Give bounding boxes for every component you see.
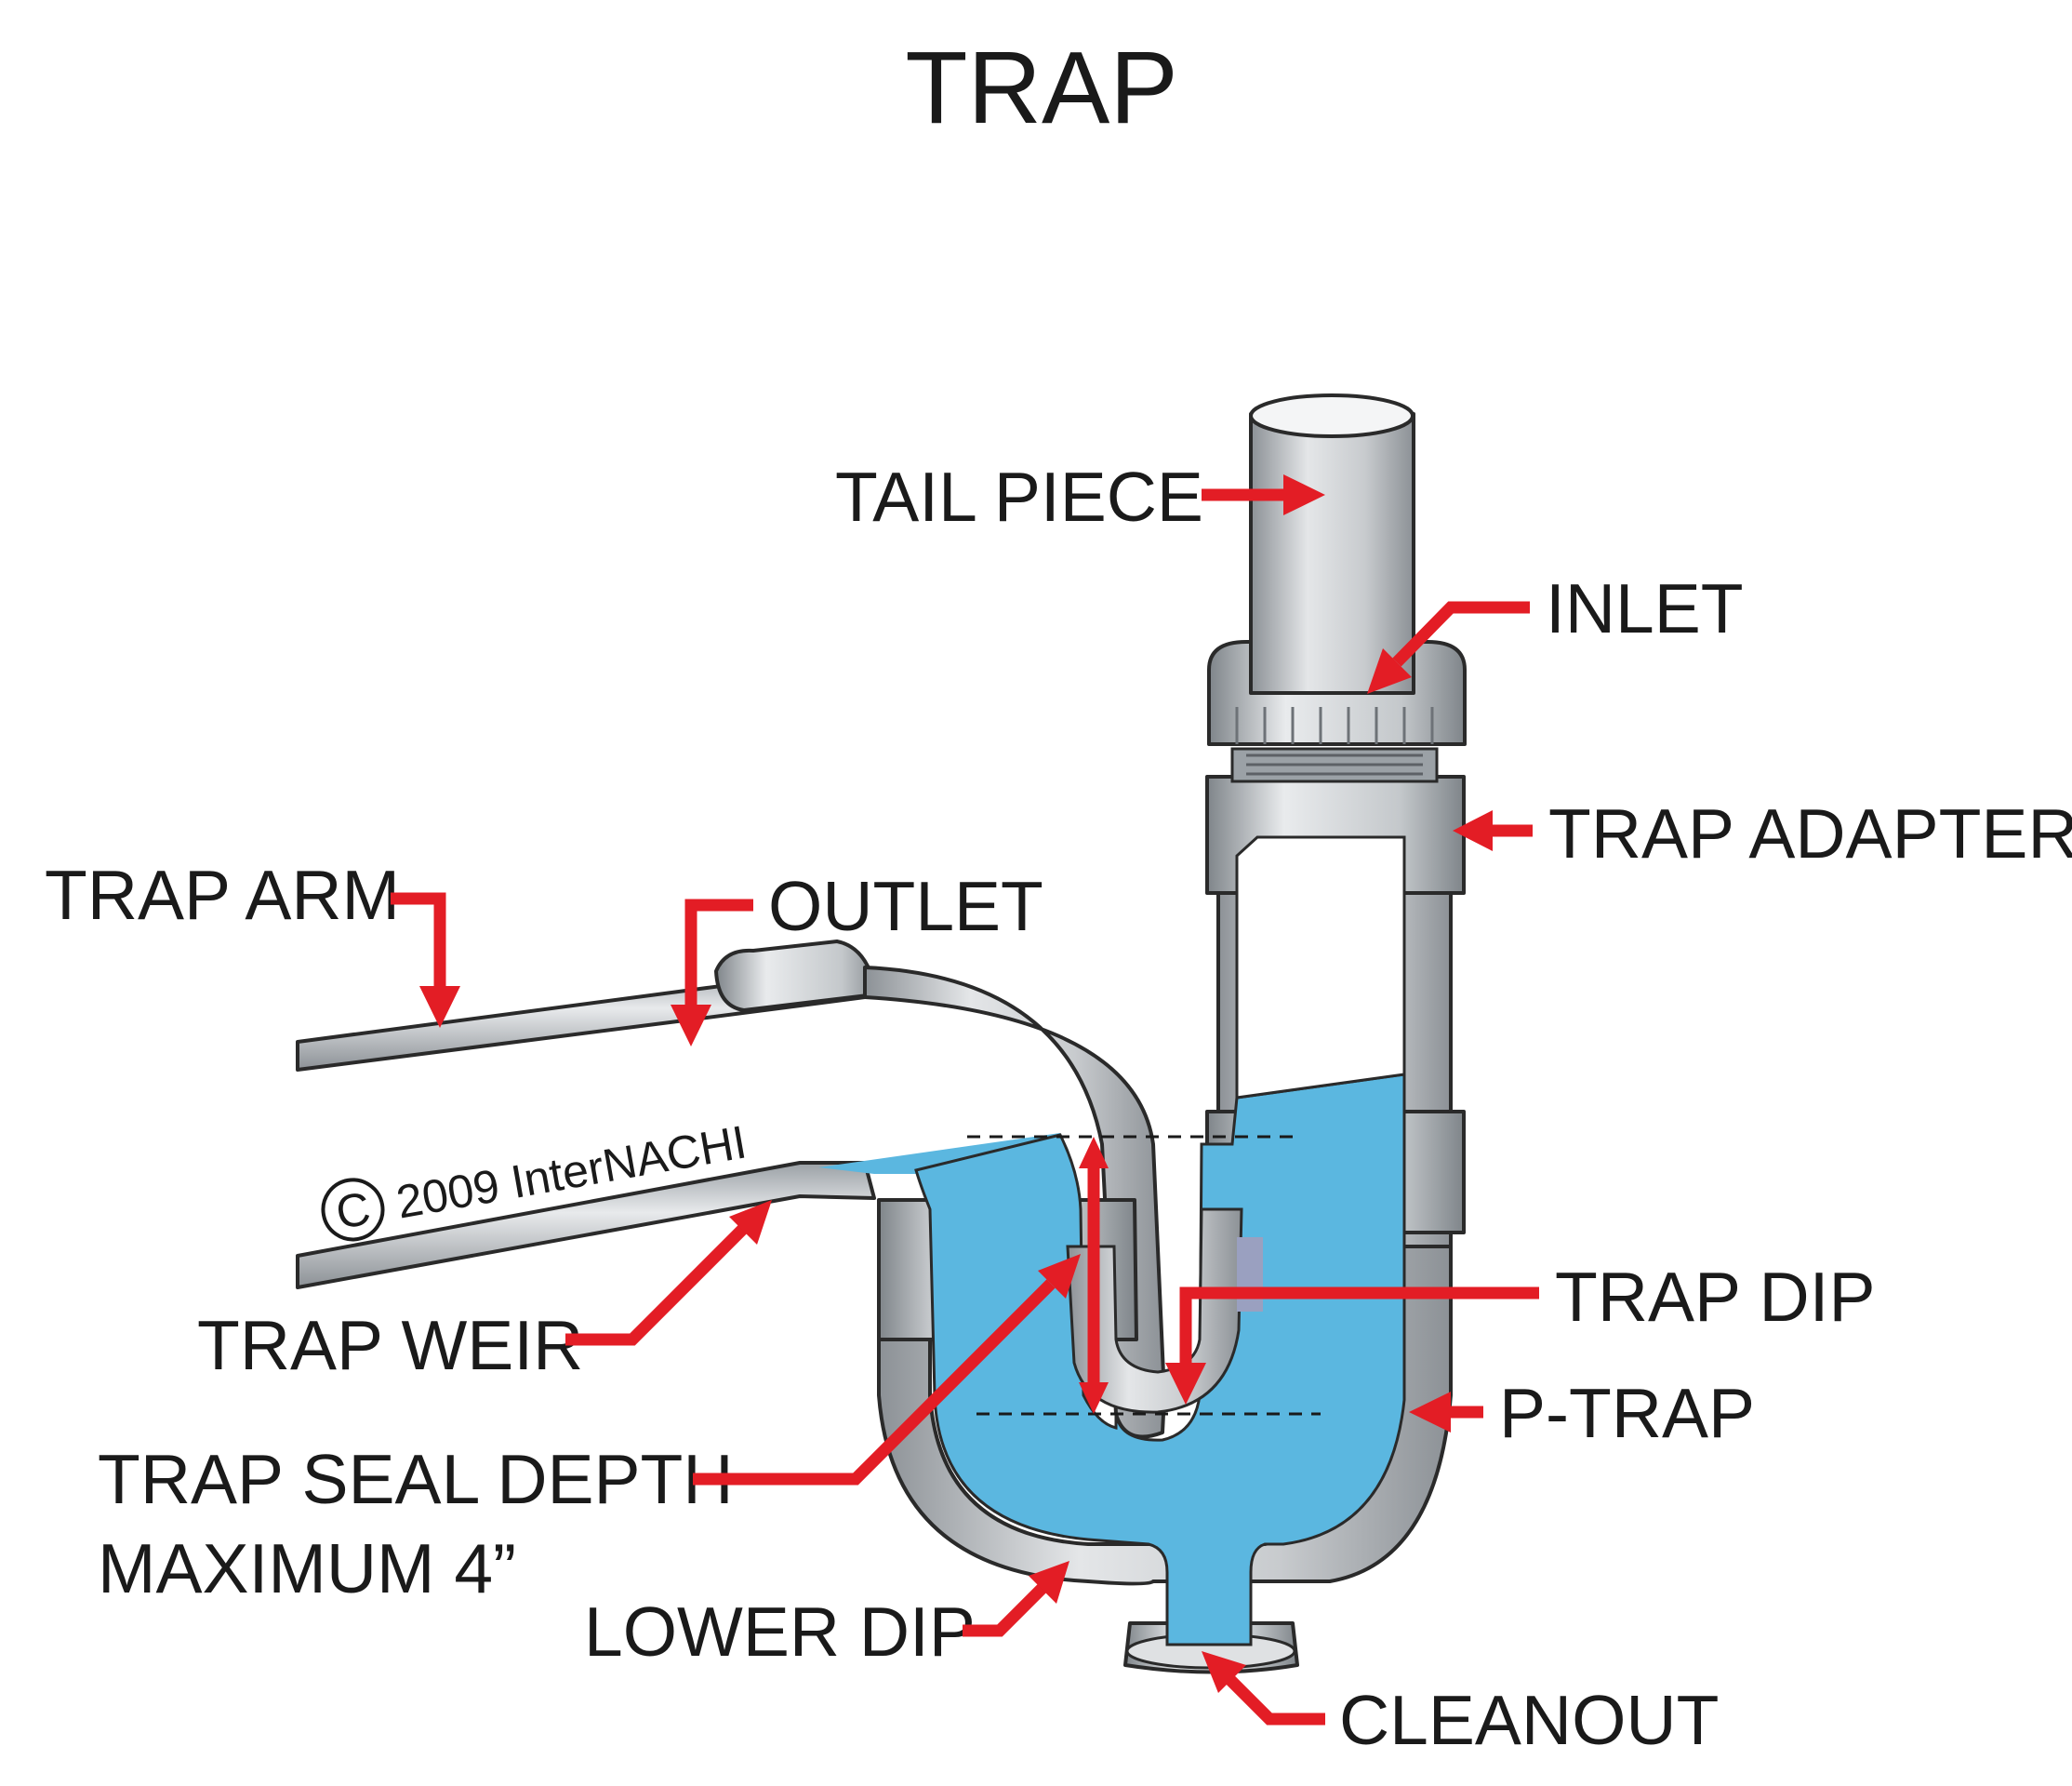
adapter-thread-lines (1246, 753, 1423, 776)
left-leg-water (914, 1073, 1406, 1646)
callouts: TAIL PIECE INLET TRAP ADAPTER TRAP ARM O… (45, 458, 2072, 1759)
arrow-trap-adapter (1453, 810, 1533, 851)
arrow-p-trap (1409, 1392, 1483, 1433)
copyright-symbol: C (332, 1182, 374, 1239)
label-trap-dip: TRAP DIP (1555, 1258, 1876, 1336)
label-trap-arm: TRAP ARM (45, 856, 400, 934)
tail-piece-opening (1249, 393, 1415, 438)
label-outlet: OUTLET (768, 867, 1043, 945)
arrow-trap-weir (565, 1200, 772, 1346)
nut-knurling (1235, 707, 1434, 744)
arrow-trap-arm (391, 892, 460, 1028)
seal-depth-double-arrow (1079, 1137, 1109, 1414)
label-lower-dip: LOWER DIP (584, 1593, 976, 1671)
label-cleanout: CLEANOUT (1339, 1681, 1719, 1759)
arrow-tail-piece (1202, 474, 1325, 515)
water-fill (818, 835, 1406, 1646)
label-trap-adapter: TRAP ADAPTER (1548, 794, 2072, 873)
label-trap-seal-max: MAXIMUM 4” (98, 1529, 516, 1607)
diagram-title: TRAP (905, 31, 1177, 145)
label-p-trap: P-TRAP (1499, 1374, 1755, 1452)
arrow-trap-seal-depth (693, 1254, 1081, 1486)
arrow-lower-dip (963, 1561, 1069, 1637)
label-trap-weir: TRAP WEIR (197, 1306, 583, 1384)
trap-arm-pipe-bottom (296, 1161, 876, 1289)
riser-inner-shadow (1237, 1237, 1263, 1312)
outlet-coupling (714, 940, 885, 1012)
trap-dip-inner (1066, 1207, 1243, 1414)
arrow-inlet (1367, 601, 1530, 694)
arrow-cleanout (1202, 1651, 1325, 1726)
riser-inner-face (1235, 835, 1406, 1100)
outlet-bend (863, 966, 1166, 1439)
label-trap-seal-depth: TRAP SEAL DEPTH (98, 1440, 734, 1518)
label-inlet: INLET (1546, 569, 1744, 647)
seal-depth-reference-lines (967, 1135, 1321, 1416)
arrow-trap-dip (1165, 1286, 1539, 1405)
copyright-circle-icon (321, 1178, 385, 1242)
arrow-outlet (671, 899, 753, 1046)
label-tail-piece: TAIL PIECE (835, 458, 1203, 536)
tail-piece-pipe (1249, 412, 1415, 695)
